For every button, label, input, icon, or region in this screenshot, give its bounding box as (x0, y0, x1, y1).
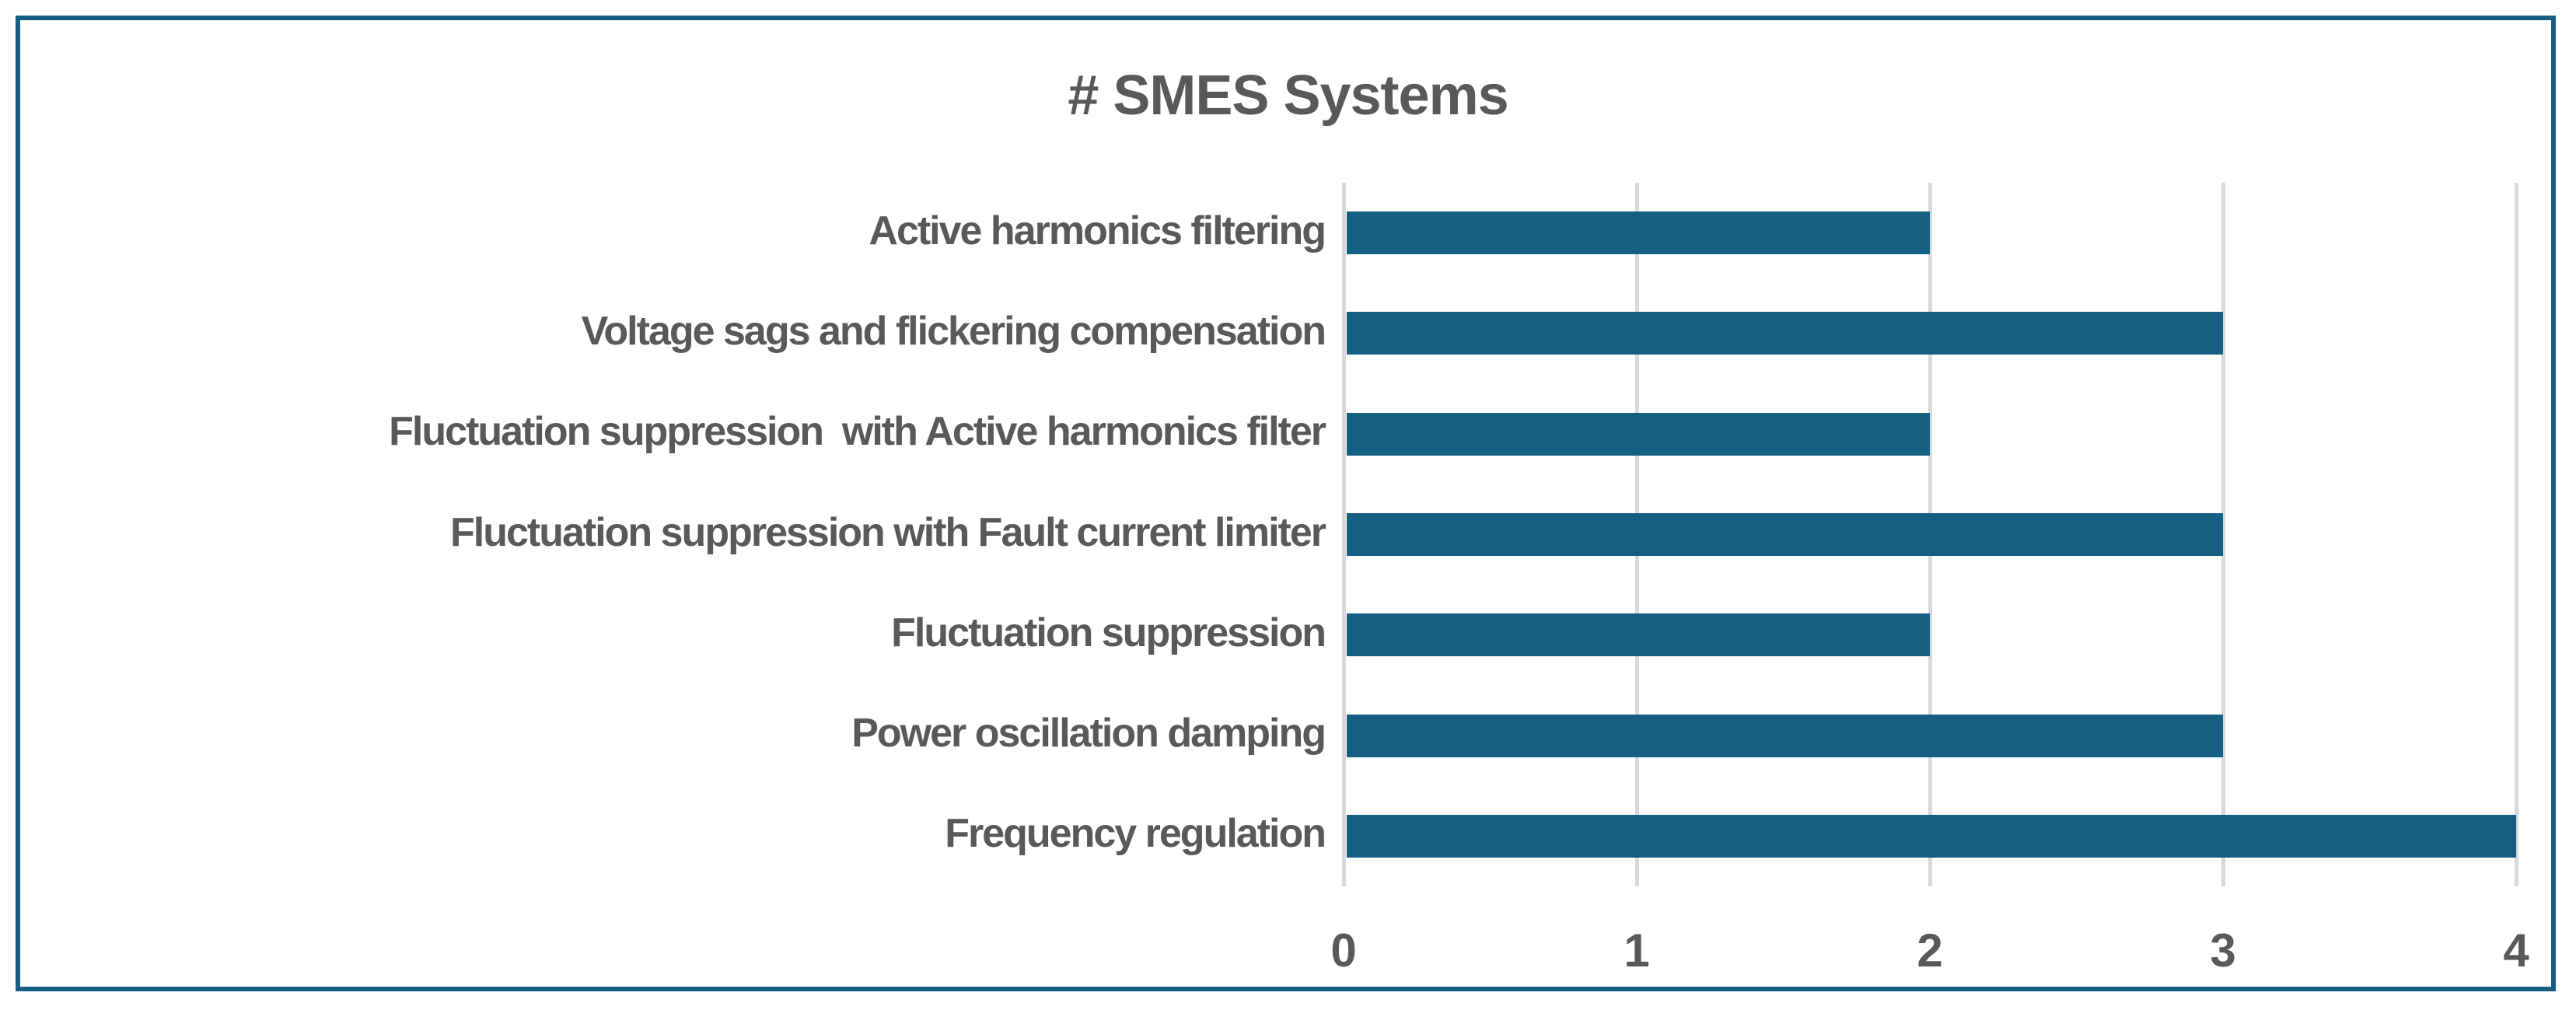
bar-frequency-regulation (1347, 814, 2516, 858)
x-tick-label-3: 3 (2210, 924, 2236, 977)
category-label: Active harmonics filtering (869, 208, 1326, 253)
chart-title: # SMES Systems (1068, 65, 1508, 127)
bar-fluctuation-suppression (1347, 613, 1930, 657)
bar-voltage-sags-and-flickering-compensation (1347, 312, 2223, 355)
bar-active-harmonics-filtering (1347, 211, 1930, 255)
category-label: Power oscillation damping (851, 711, 1326, 757)
plot-area (1342, 183, 2518, 886)
gridline-x-3 (2221, 183, 2225, 886)
x-tick-label-0: 0 (1330, 924, 1357, 977)
bar-fluctuation-suppression-with-active-harmonics-filter (1347, 412, 1930, 456)
category-label: Frequency regulation (945, 811, 1326, 857)
bar-power-oscillation-damping (1347, 714, 2223, 757)
x-tick-label-4: 4 (2503, 924, 2529, 977)
category-label: Voltage sags and flickering compensation (581, 308, 1326, 354)
x-tick-label-1: 1 (1624, 924, 1650, 977)
gridline-x-0 (1342, 183, 1346, 886)
bar-fluctuation-suppression-with-fault-current-limiter (1347, 513, 2223, 556)
x-tick-label-2: 2 (1917, 924, 1943, 977)
category-label: Fluctuation suppression (891, 610, 1326, 655)
category-label: Fluctuation suppression with Fault curre… (450, 509, 1326, 555)
gridline-x-4 (2515, 183, 2518, 886)
category-label: Fluctuation suppression with Active harm… (389, 409, 1326, 455)
